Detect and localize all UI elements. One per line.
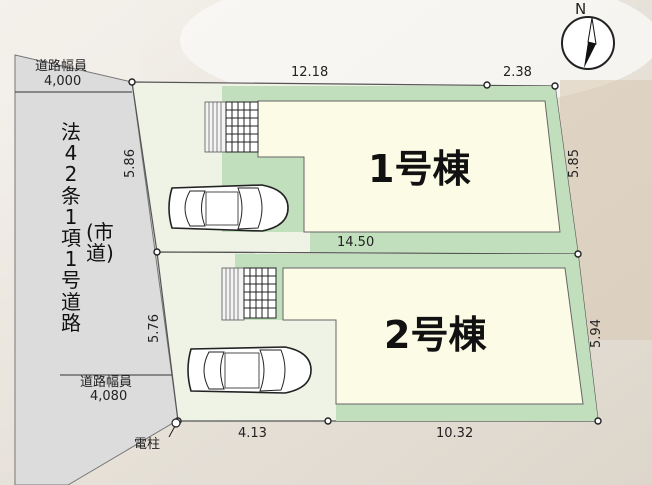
dimension-right-2: 5.94 [588,319,604,348]
background-highlight [180,0,652,110]
dimension-middle: 14.50 [337,235,375,250]
entry-steps-1 [204,101,227,153]
road [14,54,179,485]
dimension-left-1: 5.86 [122,149,138,178]
entry-steps-2 [221,267,245,321]
building-1-label: 1号棟 [368,147,471,191]
dimension-left-2: 5.76 [146,314,162,343]
car-icon [168,184,289,232]
road-width-bottom-value: 4,080 [90,389,128,404]
utility-pole-leader [168,425,176,438]
entry-steps-2-lines [225,268,239,320]
road-width-top-label: 道路幅員 [35,59,88,74]
dimension-bottom-b: 10.32 [436,426,474,441]
dimension-right-1: 5.85 [566,149,582,178]
entry-grid-1-lines [226,102,258,152]
building-1-footprint [257,100,561,233]
road-type-sub: (市道) [86,220,114,266]
dimension-top-b: 2.38 [503,65,532,80]
road-width-top-value: 4,000 [44,74,82,89]
road-width-bottom-label: 道路幅員 [80,375,133,390]
entry-steps-1-lines [208,102,222,152]
entry-grid-2-lines [244,268,276,318]
car-icon [187,346,312,394]
utility-pole-marker [171,418,181,428]
utility-pole-label: 電柱 [134,437,161,452]
compass-north-label: N [575,0,587,18]
road-type-label: 法42条1項1号道路 [61,120,81,335]
building-2-label: 2号棟 [384,313,487,357]
dimension-top-a: 12.18 [291,65,329,80]
building-2-footprint [282,267,584,405]
compass-rose [561,16,615,70]
dimension-bottom-a: 4.13 [238,426,267,441]
